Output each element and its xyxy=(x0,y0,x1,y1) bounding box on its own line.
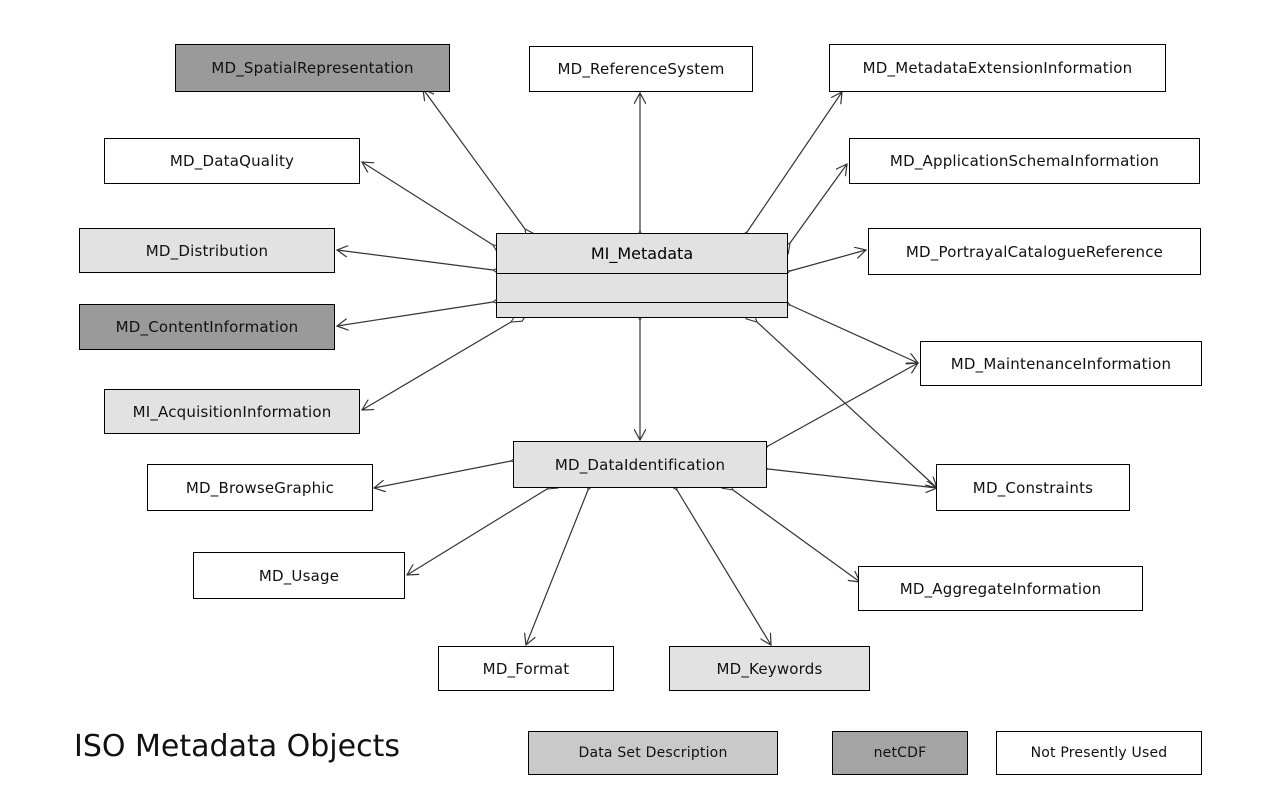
box-label: MD_Keywords xyxy=(716,659,823,678)
box-acquisition-information: MI_AcquisitionInformation xyxy=(104,389,360,434)
legend-label: netCDF xyxy=(873,745,927,761)
legend-label: Data Set Description xyxy=(578,745,728,761)
box-distribution: MD_Distribution xyxy=(79,228,335,273)
link-di-maintenance xyxy=(768,363,918,446)
box-label: MD_MetadataExtensionInformation xyxy=(862,59,1133,77)
diagram-caption: ISO Metadata Objects xyxy=(74,729,400,764)
box-keywords: MD_Keywords xyxy=(669,646,870,691)
box-label: MD_ApplicationSchemaInformation xyxy=(889,152,1160,170)
link-di-constraints xyxy=(768,469,937,488)
box-constraints: MD_Constraints xyxy=(936,464,1130,511)
link-portrayal-catalogue xyxy=(790,250,866,271)
box-browse-graphic: MD_BrowseGraphic xyxy=(147,464,373,511)
box-label: MD_MaintenanceInformation xyxy=(950,354,1172,373)
box-maintenance-information: MD_MaintenanceInformation xyxy=(920,341,1202,386)
box-data-quality: MD_DataQuality xyxy=(104,138,360,184)
box-label: MI_AcquisitionInformation xyxy=(132,402,332,421)
link-keywords xyxy=(677,490,771,645)
box-label: MD_Constraints xyxy=(972,478,1094,497)
box-label: MD_AggregateInformation xyxy=(899,579,1102,598)
link-spatial-representation xyxy=(423,89,525,229)
link-browse-graphic xyxy=(374,461,511,488)
link-content-information xyxy=(337,302,493,326)
box-label: MD_DataQuality xyxy=(169,152,295,170)
link-data-quality xyxy=(362,162,493,245)
box-label: MD_BrowseGraphic xyxy=(185,478,335,497)
legend-data-set-description: Data Set Description xyxy=(528,731,778,775)
link-format xyxy=(526,490,588,645)
box-content-information: MD_ContentInformation xyxy=(79,304,335,350)
link-distribution xyxy=(337,250,493,270)
box-label: MD_Usage xyxy=(258,566,340,585)
link-metadata-extension xyxy=(747,92,842,232)
box-metadata-extension: MD_MetadataExtensionInformation xyxy=(829,44,1166,92)
link-usage xyxy=(407,489,547,575)
box-label: MD_Distribution xyxy=(145,241,269,260)
class-attributes-compartment xyxy=(497,274,787,303)
legend-label: Not Presently Used xyxy=(1030,745,1168,761)
box-label: MD_ContentInformation xyxy=(115,318,299,336)
box-label: MD_DataIdentification xyxy=(554,455,726,474)
legend-netcdf: netCDF xyxy=(832,731,968,775)
box-data-identification: MD_DataIdentification xyxy=(513,441,767,488)
link-acquisition-information xyxy=(362,322,511,410)
link-application-schema xyxy=(790,164,847,243)
legend-not-presently-used: Not Presently Used xyxy=(996,731,1202,775)
box-format: MD_Format xyxy=(438,646,614,691)
class-title: MI_Metadata xyxy=(497,234,787,274)
link-maintenance-information xyxy=(790,305,918,363)
box-aggregate-information: MD_AggregateInformation xyxy=(858,566,1143,611)
box-label: MD_ReferenceSystem xyxy=(557,60,725,78)
box-reference-system: MD_ReferenceSystem xyxy=(529,46,753,92)
link-aggregate-information xyxy=(733,490,860,582)
box-usage: MD_Usage xyxy=(193,552,405,599)
box-label: MD_PortrayalCatalogueReference xyxy=(905,242,1164,261)
box-application-schema: MD_ApplicationSchemaInformation xyxy=(849,138,1200,184)
box-spatial-representation: MD_SpatialRepresentation xyxy=(175,44,450,92)
box-portrayal-catalogue: MD_PortrayalCatalogueReference xyxy=(868,228,1201,275)
class-mi-metadata: MI_Metadata xyxy=(496,233,788,318)
box-label: MD_SpatialRepresentation xyxy=(211,59,414,77)
link-constraints xyxy=(757,322,937,488)
box-label: MD_Format xyxy=(482,659,570,678)
